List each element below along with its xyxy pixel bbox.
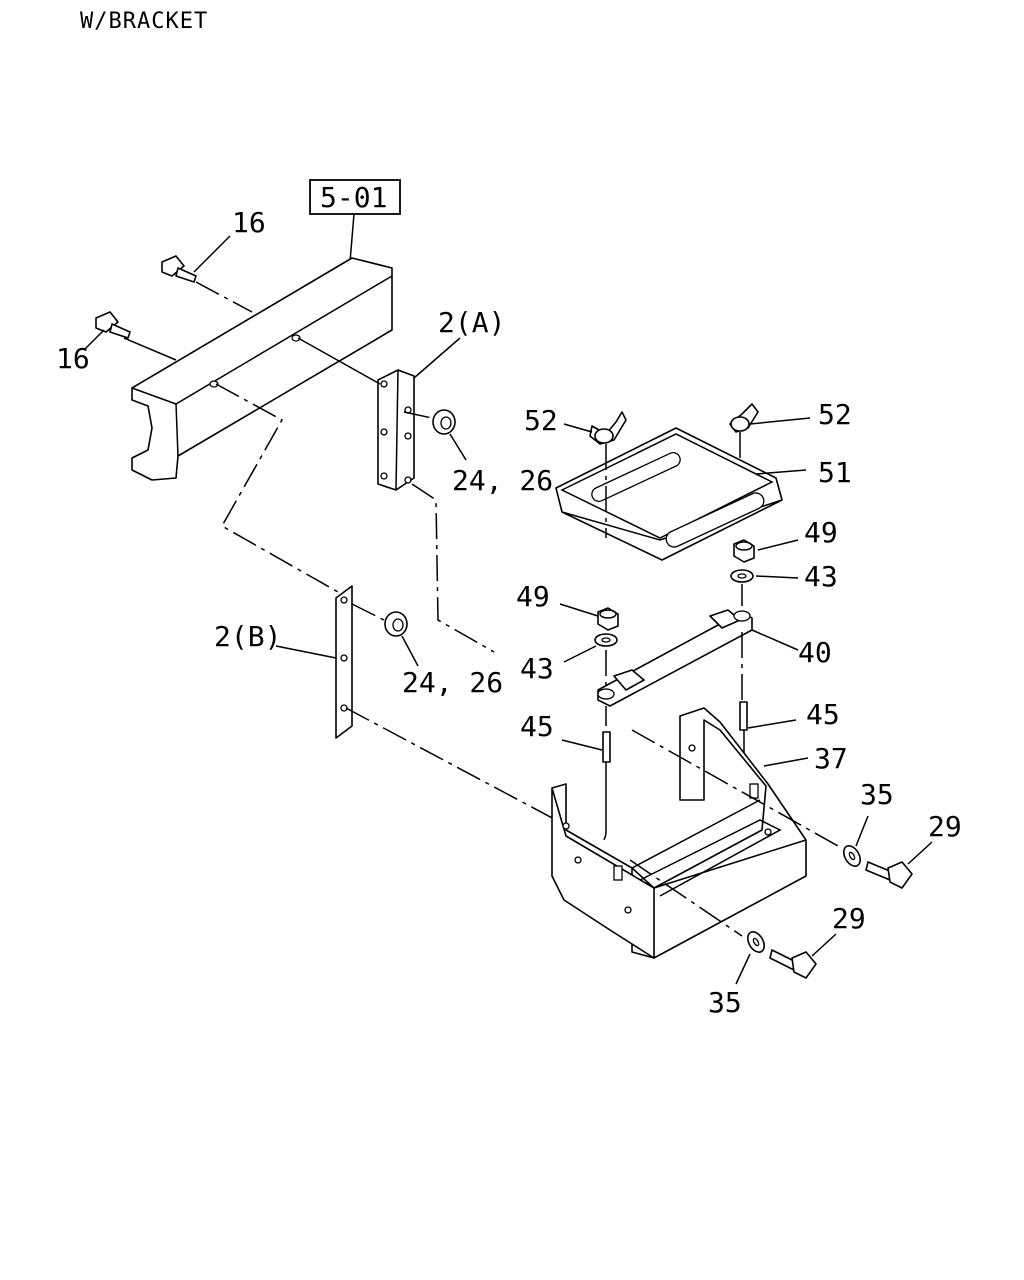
j-bolt-45-right[interactable] — [739, 701, 748, 754]
callout-2b: 2(B) — [214, 620, 281, 653]
battery-cover-51[interactable] — [555, 427, 783, 561]
j-bolt-45-left[interactable] — [597, 731, 611, 842]
wing-nut-52-right[interactable] — [729, 403, 759, 433]
bolt-29-right[interactable] — [865, 861, 913, 889]
callout-16-top: 16 — [232, 206, 266, 239]
battery-carrier-37[interactable] — [551, 707, 807, 959]
washer-35-bottom[interactable] — [744, 929, 767, 955]
callout-52-left: 52 — [524, 404, 558, 437]
reference-box-label: 5-01 — [320, 181, 387, 214]
washer-43-right[interactable] — [730, 569, 754, 583]
bracket-2b[interactable] — [335, 585, 353, 739]
callout-43-left: 43 — [520, 652, 554, 685]
leader-bolt-16-left — [123, 337, 177, 361]
callout-51: 51 — [818, 456, 852, 489]
bolt-29-bottom[interactable] — [769, 949, 817, 979]
nut-24-26-top[interactable] — [432, 409, 456, 435]
callout-49-left: 49 — [516, 580, 550, 613]
diagram-title: W/BRACKET — [80, 9, 208, 34]
washer-35-right[interactable] — [840, 843, 863, 869]
callout-16-left: 16 — [56, 342, 90, 375]
centerline-2a-to-carrier — [411, 483, 495, 653]
centerline-frame-to-2b — [215, 383, 339, 593]
reference-leader — [349, 213, 355, 263]
reference-box-5-01[interactable]: 5-01 — [309, 179, 401, 215]
callout-35-bottom: 35 — [708, 986, 742, 1019]
hold-down-bar-40[interactable] — [597, 609, 753, 707]
callout-45-left: 45 — [520, 710, 554, 743]
callout-2a: 2(A) — [438, 306, 505, 339]
leader-bolt-16-top — [195, 281, 253, 313]
nut-24-26-bottom[interactable] — [384, 611, 408, 637]
callout-29-right: 29 — [928, 810, 962, 843]
bolt-16-left[interactable] — [95, 311, 131, 339]
callout-29-bottom: 29 — [832, 902, 866, 935]
centerline-2b-to-carrier — [345, 707, 557, 821]
nut-49-right[interactable] — [733, 539, 755, 563]
callout-52-right: 52 — [818, 398, 852, 431]
wing-nut-52-left[interactable] — [589, 411, 627, 445]
callout-37: 37 — [814, 742, 848, 775]
nut-49-left[interactable] — [597, 607, 619, 631]
callout-40: 40 — [798, 636, 832, 669]
frame-member — [131, 257, 393, 481]
washer-43-left[interactable] — [594, 633, 618, 647]
callout-24-26-bottom: 24, 26 — [402, 666, 503, 699]
callout-45-right: 45 — [806, 698, 840, 731]
callout-49-right: 49 — [804, 516, 838, 549]
bracket-2a[interactable] — [377, 369, 415, 491]
callout-43-right: 43 — [804, 560, 838, 593]
bolt-16-top[interactable] — [161, 255, 197, 283]
callout-35-right: 35 — [860, 778, 894, 811]
callout-24-26-top: 24, 26 — [452, 464, 553, 497]
